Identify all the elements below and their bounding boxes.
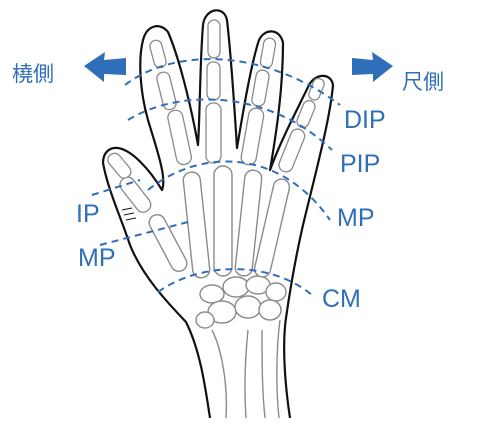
phalanx-bones — [107, 19, 325, 213]
mp-fingers-label: MP — [337, 204, 375, 232]
carpal-bone — [265, 282, 287, 302]
cm-joint-line — [157, 268, 313, 296]
pip-label: PIP — [340, 150, 381, 178]
phalanx-middle-distal — [207, 19, 221, 59]
phalanx-index-distal — [149, 39, 167, 69]
carpal-bones — [195, 275, 287, 329]
phalanx-middle-middle — [206, 61, 221, 101]
carpal-bone — [222, 276, 250, 298]
metacarpal-thumb — [148, 213, 188, 273]
cm-label: CM — [322, 285, 361, 313]
metacarpal-index — [182, 171, 211, 279]
thumb-crease-marks — [121, 207, 137, 221]
mp-joint-line — [147, 160, 331, 221]
pip-joint-line — [127, 98, 333, 151]
radius-bone — [211, 329, 249, 419]
arrow-right-icon — [352, 52, 393, 82]
hand-outline — [101, 9, 335, 419]
ip-thumb-joint-line — [91, 179, 141, 196]
phalanx-index-middle — [156, 71, 177, 111]
mp-thumb-label: MP — [78, 244, 116, 272]
radial-side-label: 橈側 — [12, 62, 54, 86]
metacarpal-bones — [148, 165, 291, 279]
phalanx-thumb-distal — [107, 152, 132, 179]
forearm-bones — [211, 319, 281, 419]
phalanx-little-middle — [296, 99, 316, 129]
metacarpal-middle — [213, 165, 233, 277]
phalanx-index-proximal — [167, 109, 192, 166]
carpal-bone — [195, 311, 215, 329]
phalanx-thumb-proximal — [119, 176, 152, 213]
ip-thumb-label: IP — [76, 200, 100, 228]
metacarpal-little — [253, 178, 291, 278]
phalanx-middle-proximal — [205, 102, 222, 164]
metacarpal-ring — [234, 169, 263, 277]
dip-label: DIP — [344, 106, 386, 134]
dip-joint-line — [124, 58, 341, 106]
carpal-bone — [199, 284, 225, 304]
phalanx-little-distal — [308, 77, 325, 101]
ulnar-side-label: 尺側 — [402, 70, 444, 94]
mp-thumb-joint-line — [99, 221, 189, 246]
phalanx-ring-proximal — [240, 107, 265, 166]
phalanx-little-proximal — [278, 128, 306, 173]
ulna-bone — [261, 319, 281, 419]
joint-lines — [91, 58, 341, 296]
phalanx-ring-distal — [259, 37, 277, 69]
carpal-bone — [234, 295, 262, 319]
carpal-bone — [258, 299, 282, 321]
phalanx-ring-middle — [251, 69, 270, 107]
arrow-left-icon — [84, 52, 126, 82]
